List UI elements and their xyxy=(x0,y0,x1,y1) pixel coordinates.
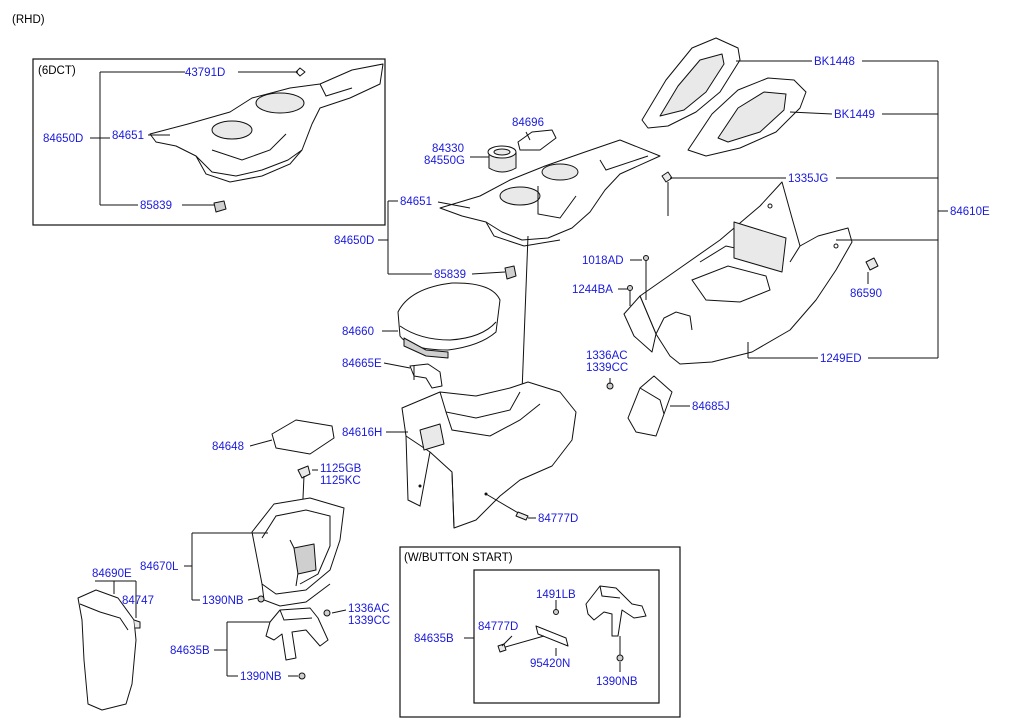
dct-leaders xyxy=(90,71,298,206)
label-84651-dct: 84651 xyxy=(112,130,144,142)
label-84685J: 84685J xyxy=(692,401,730,413)
variant-label: (RHD) xyxy=(12,14,45,26)
nut-1390NB-b-drawing xyxy=(298,672,306,680)
label-84660: 84660 xyxy=(342,326,374,338)
label-1125GB: 1125GB xyxy=(320,463,362,475)
label-1018AD: 1018AD xyxy=(582,255,624,267)
label-84747: 84747 xyxy=(122,595,154,607)
label-84777D: 84777D xyxy=(538,513,578,525)
label-1339CC-a: 1339CC xyxy=(348,615,390,627)
label-85839: 85839 xyxy=(434,269,466,281)
label-84696: 84696 xyxy=(512,117,544,129)
armrest-hinge-drawing xyxy=(409,363,443,389)
label-84670L: 84670L xyxy=(140,561,179,573)
antenna-95420N-drawing xyxy=(497,609,569,653)
label-84330: 84330 xyxy=(432,143,464,155)
console-mat-drawing xyxy=(271,419,335,455)
label-84610E: 84610E xyxy=(950,206,990,218)
label-85839-dct: 85839 xyxy=(140,200,172,212)
mounting-bracket-drawing xyxy=(265,607,331,661)
label-1390NB-a: 1390NB xyxy=(202,595,244,607)
label-84690E: 84690E xyxy=(92,568,132,580)
label-1339CC-b: 1339CC xyxy=(586,362,628,374)
label-84650D-dct: 84650D xyxy=(43,133,83,145)
button-start-box-title: (W/BUTTON START) xyxy=(404,552,513,564)
console-upper-cover-drawing xyxy=(439,139,661,247)
label-84635B-button-start: 84635B xyxy=(414,633,454,645)
label-1390NB-button-start: 1390NB xyxy=(596,676,638,688)
label-1336AC-b: 1336AC xyxy=(586,350,628,362)
rear-cover-drawing xyxy=(77,589,141,711)
label-84616H: 84616H xyxy=(342,427,382,439)
bracket-84685J-drawing xyxy=(606,375,673,437)
label-84665E: 84665E xyxy=(342,358,382,370)
floor-console-main-drawing xyxy=(639,181,853,365)
screw-84777D-drawing xyxy=(515,511,529,521)
label-1244BA: 1244BA xyxy=(572,284,613,296)
label-84777D-button-start: 84777D xyxy=(478,621,518,633)
floor-console-upper-6dct-drawing xyxy=(149,63,384,213)
label-84650D: 84650D xyxy=(334,235,374,247)
label-84635B: 84635B xyxy=(170,645,210,657)
side-garnish-bk1449-drawing xyxy=(687,77,807,157)
label-84648: 84648 xyxy=(212,441,244,453)
label-95420N: 95420N xyxy=(530,658,570,670)
fasteners-right-drawing xyxy=(627,171,879,358)
label-BK1448: BK1448 xyxy=(814,56,855,68)
label-1390NB-b: 1390NB xyxy=(240,671,282,683)
clip-85839-drawing xyxy=(504,265,517,280)
nut-1390NB-a-drawing xyxy=(257,595,265,603)
cover-lid-84696-drawing xyxy=(517,129,557,151)
label-84550G: 84550G xyxy=(424,155,465,167)
dct-box xyxy=(32,58,386,226)
button-start-box xyxy=(399,546,681,718)
button-start-bracket-drawing xyxy=(585,585,647,662)
side-panel-left-drawing xyxy=(623,295,657,353)
dct-box-title: (6DCT) xyxy=(38,65,76,77)
label-1335JG: 1335JG xyxy=(788,173,828,185)
side-garnish-bk1448-drawing xyxy=(641,37,741,129)
storage-box-drawing xyxy=(251,465,345,607)
label-1125KC: 1125KC xyxy=(320,475,361,487)
label-BK1449: BK1449 xyxy=(834,109,875,121)
center-upper-leaders xyxy=(378,131,531,393)
label-86590: 86590 xyxy=(850,288,882,300)
button-start-inner-box xyxy=(473,569,660,704)
rear-console-drawing xyxy=(401,381,577,529)
right-leaders xyxy=(609,60,948,407)
armrest-drawing xyxy=(397,282,501,359)
label-84651: 84651 xyxy=(400,196,432,208)
label-1249ED: 1249ED xyxy=(820,353,862,365)
cup-holder-drawing xyxy=(487,145,517,173)
label-43791D: 43791D xyxy=(185,67,225,79)
label-1336AC-a: 1336AC xyxy=(348,603,390,615)
label-1491LB: 1491LB xyxy=(536,589,576,601)
